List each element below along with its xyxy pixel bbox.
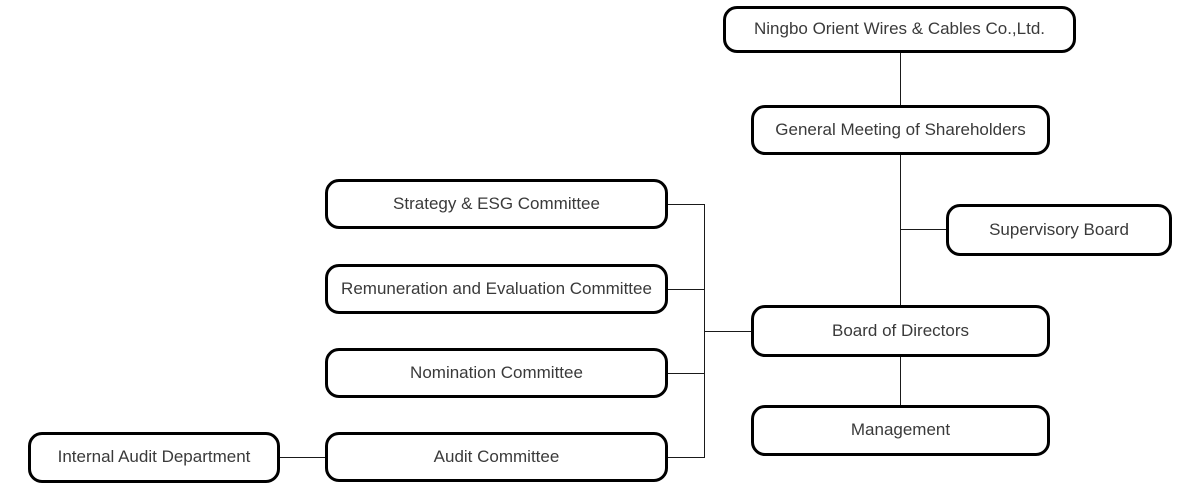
connector-branch-supervisory — [900, 229, 947, 230]
node-supervisory-board-label: Supervisory Board — [989, 219, 1129, 239]
node-nomination-committee-label: Nomination Committee — [410, 362, 583, 382]
node-general-meeting: General Meeting of Shareholders — [751, 105, 1050, 155]
node-management-label: Management — [850, 420, 951, 440]
connector-company-to-meeting — [900, 53, 901, 105]
connector-stub-remuneration — [666, 289, 704, 290]
connector-stub-audit — [666, 457, 704, 458]
node-audit-committee-label: Audit Committee — [433, 446, 560, 466]
node-general-meeting-label: General Meeting of Shareholders — [775, 119, 1026, 139]
node-board-of-directors-label: Board of Directors — [832, 320, 969, 340]
node-company-label: Ningbo Orient Wires & Cables Co.,Ltd. — [753, 19, 1045, 39]
node-company: Ningbo Orient Wires & Cables Co.,Ltd. — [723, 6, 1076, 53]
node-board-of-directors: Board of Directors — [751, 305, 1050, 357]
node-internal-audit-department-label: Internal Audit Department — [57, 447, 251, 467]
connector-meeting-to-board — [900, 155, 901, 305]
connector-board-to-management — [900, 356, 901, 406]
node-strategy-esg-committee: Strategy & ESG Committee — [325, 179, 668, 229]
node-remuneration-committee-label: Remuneration and Evaluation Committee — [341, 278, 652, 298]
connector-stub-strategy — [666, 204, 704, 205]
node-nomination-committee: Nomination Committee — [325, 348, 668, 398]
connector-bracket-to-board — [704, 331, 752, 332]
node-supervisory-board: Supervisory Board — [946, 204, 1172, 256]
node-internal-audit-department: Internal Audit Department — [28, 432, 280, 483]
node-remuneration-committee: Remuneration and Evaluation Committee — [325, 264, 668, 314]
connector-stub-nomination — [666, 373, 704, 374]
node-strategy-esg-committee-label: Strategy & ESG Committee — [393, 193, 600, 213]
connector-internal-to-audit — [278, 457, 327, 458]
node-management: Management — [751, 405, 1050, 456]
node-audit-committee: Audit Committee — [325, 432, 668, 482]
